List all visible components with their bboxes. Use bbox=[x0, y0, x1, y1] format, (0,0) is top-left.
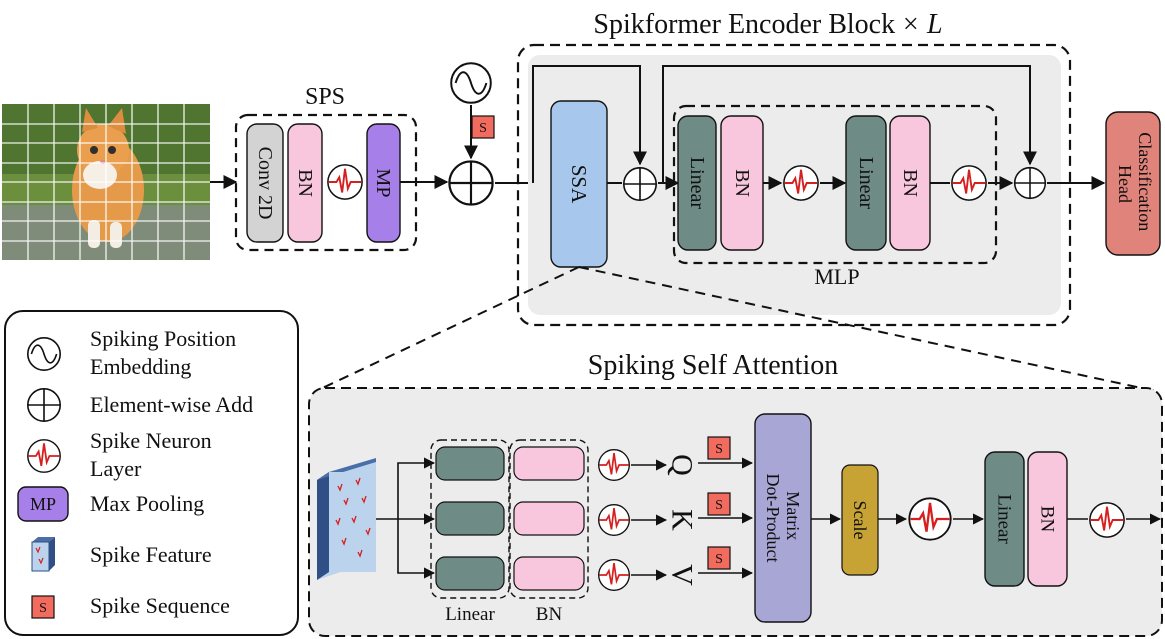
mlp-bn-label-2: BN bbox=[899, 169, 921, 197]
spike-seq-label: S bbox=[715, 498, 723, 513]
v-label: V bbox=[666, 564, 699, 586]
q-label: Q bbox=[666, 454, 699, 476]
add-icon bbox=[26, 387, 62, 423]
spike-seq-label: S bbox=[715, 442, 723, 457]
k-label: K bbox=[666, 509, 699, 531]
mp-label: MP bbox=[372, 169, 394, 198]
spike-neuron-icon bbox=[326, 163, 364, 201]
mlp-linear-block-2 bbox=[845, 115, 887, 251]
zoom-line-right bbox=[578, 266, 1161, 393]
sine-icon bbox=[450, 62, 492, 104]
zoom-line-left bbox=[313, 266, 580, 393]
scale-block bbox=[841, 464, 879, 576]
sps-bn-label: BN bbox=[294, 169, 316, 197]
legend-label: Spike Feature bbox=[90, 542, 212, 567]
spike-sequence-icon bbox=[471, 115, 495, 139]
spike-seq-badge: S bbox=[39, 601, 47, 616]
k-bn-block bbox=[513, 501, 585, 536]
input-image bbox=[2, 104, 210, 260]
encoder-block-group bbox=[516, 43, 1072, 327]
mlp-title: MLP bbox=[814, 264, 859, 289]
legend-label: Max Pooling bbox=[90, 491, 204, 516]
k-linear-block bbox=[435, 501, 505, 536]
classification-head-block bbox=[1105, 111, 1161, 256]
bn-group bbox=[509, 439, 589, 599]
mlp-linear-block-1 bbox=[677, 115, 717, 251]
linear-group-label: Linear bbox=[445, 604, 495, 625]
legend-label: Element-wise Add bbox=[90, 392, 253, 417]
mlp-group bbox=[672, 104, 998, 265]
input-arrow-q bbox=[397, 457, 436, 519]
ssa-label: SSA bbox=[567, 165, 591, 204]
ssa-detail-title: Spiking Self Attention bbox=[588, 350, 838, 381]
mp-icon bbox=[17, 486, 69, 522]
sps-bn-block bbox=[287, 123, 323, 243]
spike-sequence-icon bbox=[31, 595, 55, 619]
add-icon bbox=[622, 166, 658, 202]
spike-seq-label: S bbox=[715, 552, 723, 567]
residual-path-2 bbox=[662, 65, 1037, 183]
conv2d-block bbox=[246, 123, 284, 243]
linear-group bbox=[430, 439, 510, 599]
spike-seq-label: S bbox=[479, 121, 487, 136]
ssa-bn-label: BN bbox=[1037, 506, 1058, 533]
spike-sequence-icon bbox=[707, 492, 731, 516]
residual-path-1 bbox=[532, 65, 647, 183]
mlp-bn-label-1: BN bbox=[731, 169, 753, 197]
spike-neuron-icon bbox=[597, 503, 631, 537]
spike-sequence-icon bbox=[707, 546, 731, 570]
spike-neuron-icon bbox=[950, 164, 988, 202]
encoder-title: Spikformer Encoder Block× L bbox=[593, 9, 942, 40]
classification-head-label: Classification Head bbox=[1115, 132, 1155, 235]
spike-neuron-icon bbox=[597, 558, 631, 592]
matrix-dot-product-label: Matrix Dot-Product bbox=[763, 474, 803, 563]
mlp-linear-label-2: Linear bbox=[855, 157, 877, 210]
legend-box bbox=[4, 310, 299, 636]
spike-feature-icon bbox=[31, 537, 55, 572]
sps-title: SPS bbox=[305, 84, 345, 110]
mlp-linear-label-1: Linear bbox=[686, 157, 708, 210]
spike-neuron-icon bbox=[908, 497, 952, 541]
q-bn-block bbox=[513, 446, 585, 481]
sine-icon bbox=[26, 336, 62, 372]
bn-group-label: BN bbox=[536, 604, 563, 625]
spike-neuron-icon bbox=[26, 438, 62, 474]
ssa-linear-block bbox=[984, 451, 1025, 587]
add-icon bbox=[1013, 166, 1047, 200]
matrix-dot-product-block bbox=[754, 413, 812, 623]
conv2d-label: Conv 2D bbox=[254, 147, 276, 220]
legend-label: Spike Sequence bbox=[90, 593, 230, 618]
spike-neuron-icon bbox=[782, 164, 820, 202]
mp-badge: MP bbox=[30, 494, 56, 514]
spike-neuron-icon bbox=[597, 448, 631, 482]
add-icon bbox=[448, 160, 494, 206]
v-bn-block bbox=[513, 556, 585, 591]
scale-label: Scale bbox=[850, 501, 870, 540]
v-linear-block bbox=[435, 556, 505, 591]
spike-feature-input bbox=[317, 458, 376, 580]
input-arrow-v bbox=[397, 519, 436, 579]
spike-neuron-icon bbox=[1088, 501, 1126, 539]
ssa-linear-label: Linear bbox=[994, 494, 1015, 544]
spike-sequence-icon bbox=[707, 436, 731, 460]
q-linear-block bbox=[435, 446, 505, 481]
